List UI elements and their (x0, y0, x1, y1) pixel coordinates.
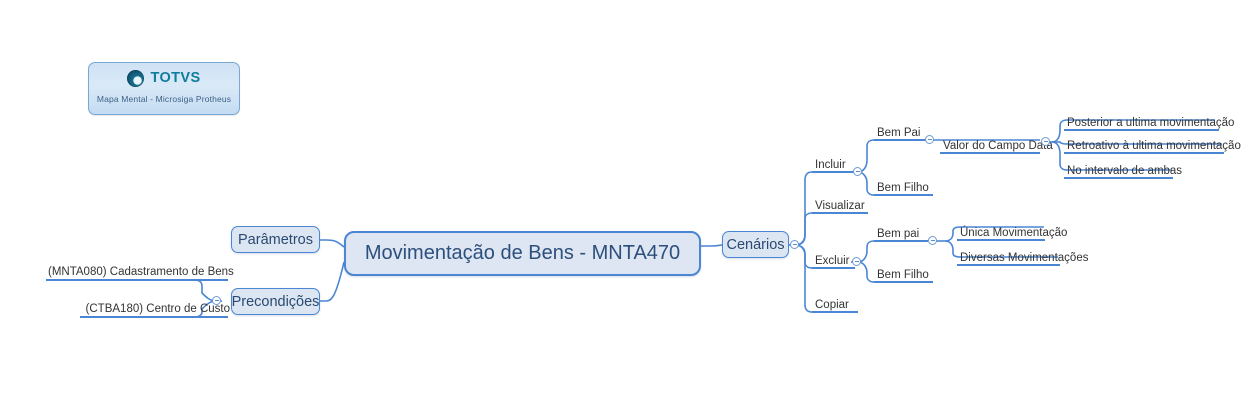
leaf-excluir-bem-pai[interactable]: Bem pai (877, 228, 920, 240)
collapse-toggle-bem-pai-excluir[interactable] (928, 236, 937, 245)
leaf-diversas-movimentacoes[interactable]: Diversas Movimentações (960, 252, 1089, 264)
totvs-ring-icon (127, 69, 145, 87)
branch-precondicoes[interactable]: Precondições (231, 288, 320, 315)
leaf-incluir[interactable]: Incluir (815, 159, 846, 171)
collapse-toggle-incluir[interactable] (853, 167, 862, 176)
root-node[interactable]: Movimentação de Bens - MNTA470 (344, 231, 701, 276)
logo-row: TOTVS (89, 63, 239, 93)
leaf-incluir-bem-filho[interactable]: Bem Filho (877, 182, 929, 194)
collapse-toggle-cenarios[interactable] (790, 240, 799, 249)
leaf-posterior-ultima-movimentacao[interactable]: Posterior a ultima movimentação (1067, 117, 1235, 129)
collapse-toggle-valor-do-campo-data[interactable] (1041, 137, 1050, 146)
collapse-toggle-excluir[interactable] (852, 257, 861, 266)
branch-parametros[interactable]: Parâmetros (231, 226, 320, 253)
leaf-excluir[interactable]: Excluir (815, 255, 850, 267)
leaf-excluir-bem-filho[interactable]: Bem Filho (877, 269, 929, 281)
totvs-logo-card: TOTVS Mapa Mental - Microsiga Protheus (88, 62, 240, 115)
leaf-valor-do-campo-data[interactable]: Valor do Campo Data (943, 140, 1053, 152)
leaf-mnta080-cadastramento-de-bens[interactable]: (MNTA080) Cadastramento de Bens (48, 266, 234, 278)
leaf-incluir-bem-pai[interactable]: Bem Pai (877, 127, 921, 139)
collapse-toggle-bem-pai-incluir[interactable] (925, 135, 934, 144)
totvs-wordmark: TOTVS (150, 69, 201, 86)
collapse-toggle-precondicoes[interactable] (212, 296, 221, 305)
leaf-visualizar[interactable]: Visualizar (815, 200, 865, 212)
leaf-ctba180-centro-de-custo[interactable]: (CTBA180) Centro de Custo (85, 303, 230, 315)
branch-cenarios[interactable]: Cenários (722, 231, 789, 258)
leaf-retroativo-ultima-movimentacao[interactable]: Retroativo à ultima movimentação (1067, 140, 1241, 152)
leaf-copiar[interactable]: Copiar (815, 299, 849, 311)
leaf-no-intervalo-de-ambas[interactable]: No intervalo de ambas (1067, 165, 1183, 177)
leaf-unica-movimentacao[interactable]: Única Movimentação (960, 227, 1068, 239)
logo-subtitle: Mapa Mental - Microsiga Protheus (96, 94, 232, 104)
